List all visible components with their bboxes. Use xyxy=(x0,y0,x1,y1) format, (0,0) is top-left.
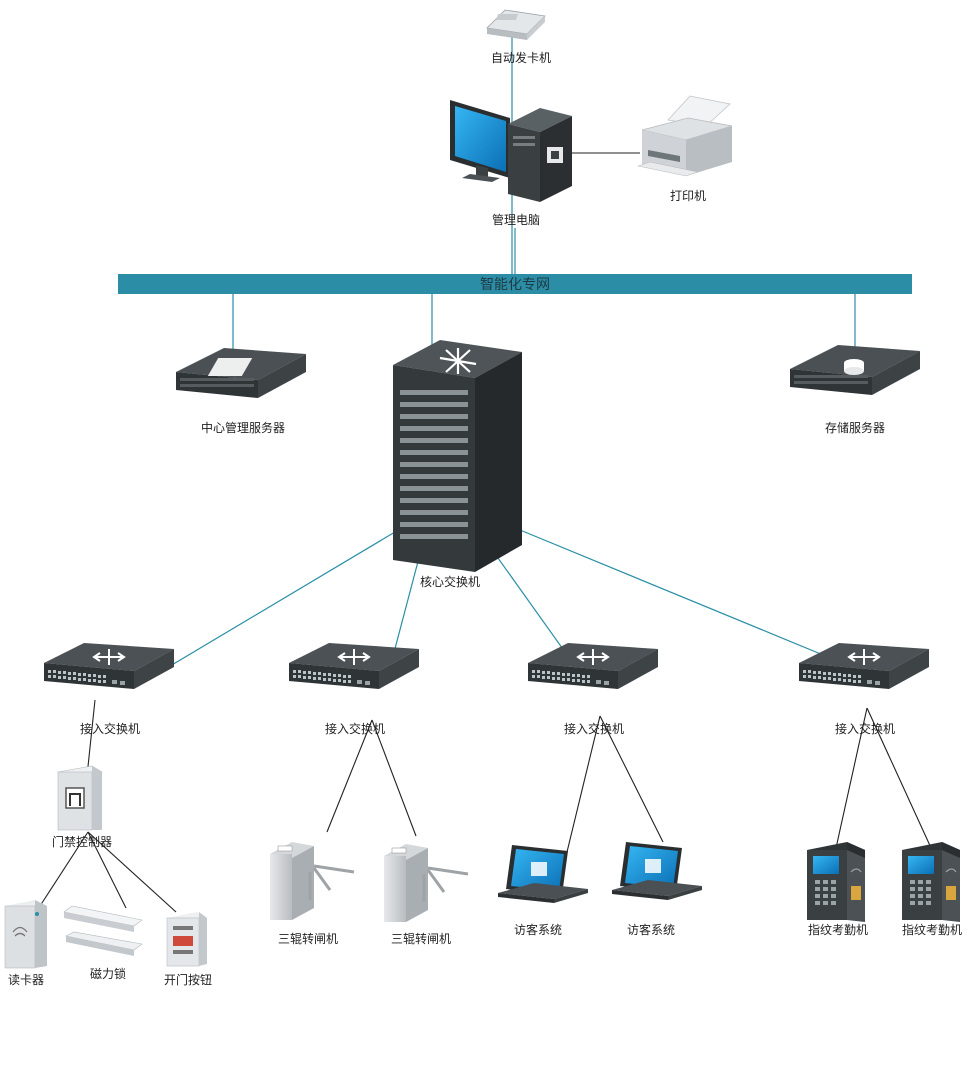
network-switch-icon xyxy=(43,642,175,690)
turnstile-icon xyxy=(382,842,470,924)
turnstile-2-label: 三辊转闸机 xyxy=(391,931,451,946)
access-switch-4-label: 接入交换机 xyxy=(835,721,895,736)
exit-button-icon xyxy=(166,912,207,967)
core-switch-rack-icon xyxy=(393,340,522,572)
turnstile-icon xyxy=(268,840,356,922)
card-reader-label: 读卡器 xyxy=(8,973,44,987)
link-access-4-to-fingerprint-2 xyxy=(866,707,933,851)
core-switch-label: 核心交换机 xyxy=(420,574,480,589)
door-controller-icon xyxy=(57,765,103,831)
link-access-4-to-fingerprint-1 xyxy=(835,707,868,849)
desktop-pc-icon xyxy=(450,100,572,202)
door-controller-label: 门禁控制器 xyxy=(52,834,112,849)
fingerprint-terminal-icon xyxy=(806,841,866,923)
link-controller-to-card-reader xyxy=(39,831,89,907)
link-access-3-to-visitor-1 xyxy=(566,715,601,853)
card-issuer-icon xyxy=(486,9,546,40)
printer-label: 打印机 xyxy=(670,189,706,203)
link-controller-to-exit-button xyxy=(87,831,177,913)
turnstile-1-label: 三辊转闸机 xyxy=(278,931,338,946)
card-reader-icon xyxy=(4,900,47,969)
network-switch-icon xyxy=(798,642,930,690)
link-core-to-access-1 xyxy=(149,531,396,679)
visitor-1-label: 访客系统 xyxy=(514,922,562,937)
card-issuer-label: 自动发卡机 xyxy=(491,50,551,65)
link-access-2-to-turnstile-1 xyxy=(326,719,373,833)
access-switch-1-label: 接入交换机 xyxy=(80,721,140,736)
link-access-2-to-turnstile-2 xyxy=(371,719,417,837)
rack-server-icon xyxy=(176,348,306,398)
exit-button-label: 开门按钮 xyxy=(164,972,212,987)
magnetic-lock-label: 磁力锁 xyxy=(90,966,126,981)
fingerprint-1-label: 指纹考勤机 xyxy=(808,922,868,937)
magnetic-lock-icon xyxy=(63,905,143,956)
link-core-to-access-4 xyxy=(519,529,829,658)
network-label: 智能化专网 xyxy=(480,277,550,293)
laptop-icon xyxy=(612,842,702,900)
storage-server-label: 存储服务器 xyxy=(825,420,885,435)
access-switch-2-label: 接入交换机 xyxy=(325,721,385,736)
admin-pc-label: 管理电脑 xyxy=(492,212,540,227)
fingerprint-terminal-icon xyxy=(901,841,961,923)
central-server-label: 中心管理服务器 xyxy=(201,420,285,435)
laptop-icon xyxy=(498,845,588,903)
network-switch-icon xyxy=(527,642,659,690)
fingerprint-2-label: 指纹考勤机 xyxy=(902,922,962,937)
link-controller-to-magnetic-lock xyxy=(87,831,127,909)
visitor-2-label: 访客系统 xyxy=(627,922,675,937)
storage-server-icon xyxy=(790,345,920,395)
access-switch-3-label: 接入交换机 xyxy=(564,721,624,736)
printer-icon xyxy=(636,95,733,177)
network-switch-icon xyxy=(288,642,420,690)
network-bus: 智能化专网 xyxy=(118,274,912,294)
link-access-3-to-visitor-2 xyxy=(599,715,664,843)
